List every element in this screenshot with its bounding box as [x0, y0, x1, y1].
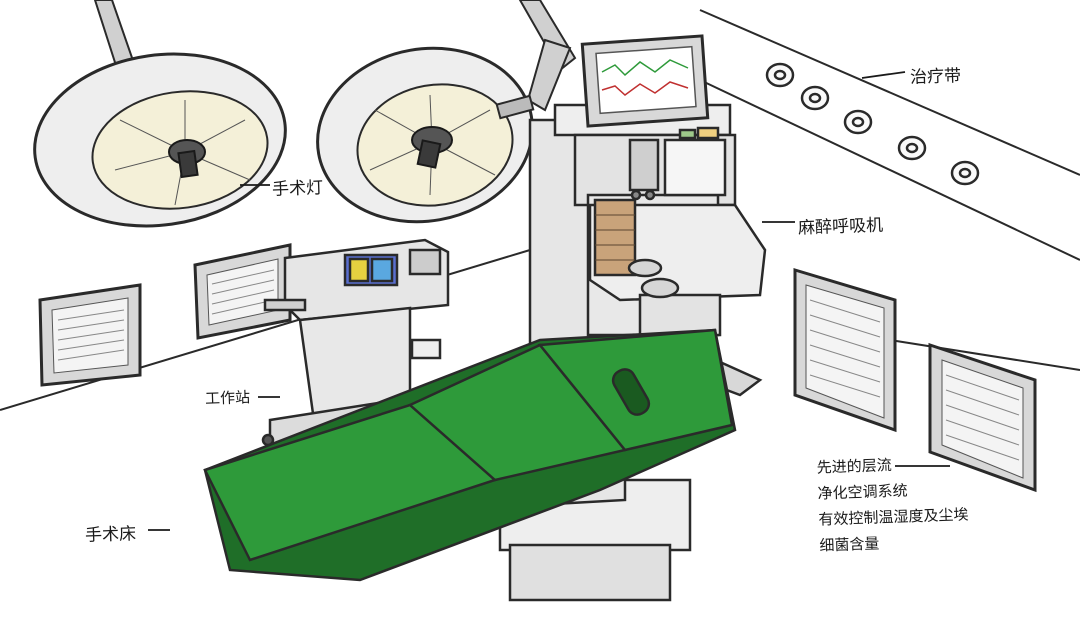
wall-vent-right-1 — [793, 267, 897, 433]
label-workstation: 工作站 — [204, 388, 251, 408]
monitor-icon — [580, 34, 710, 128]
gas-outlet-icon — [765, 62, 980, 186]
note-line-4: 细菌含量 — [819, 534, 880, 555]
surgical-lamp-left — [33, 52, 287, 228]
leader-lines — [148, 71, 950, 531]
label-anesthesia-machine: 麻醉呼吸机 — [797, 215, 884, 239]
note-line-3: 有效控制温湿度及尘埃 — [818, 505, 969, 529]
label-surgical-lamp: 手术灯 — [271, 178, 324, 200]
workstation-cart — [261, 238, 450, 452]
surgical-lamp-right — [316, 46, 535, 224]
label-operating-table: 手术床 — [84, 524, 137, 546]
label-gas-band: 治疗带 — [909, 66, 962, 88]
wall-vent-left-1 — [38, 283, 142, 387]
label-ventilation-note: 先进的层流 净化空调系统 有效控制温湿度及尘埃 细菌含量 — [816, 449, 970, 558]
operating-table — [203, 328, 737, 602]
wall-vent-left-2 — [193, 243, 292, 340]
wall-vent-right-2 — [928, 342, 1037, 493]
